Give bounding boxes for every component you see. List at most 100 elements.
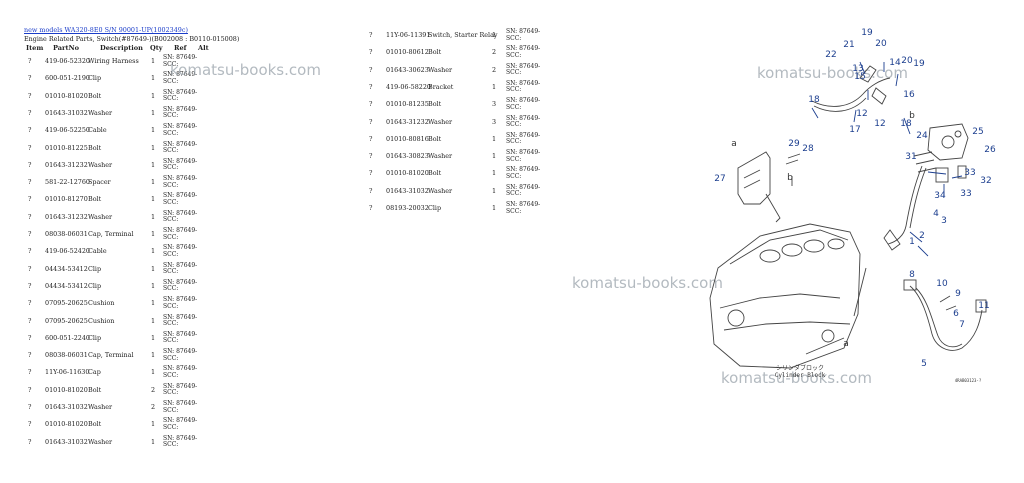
cell-description: Bolt bbox=[428, 48, 442, 57]
callout-10: 10 bbox=[936, 279, 948, 289]
cell-partno: 01010-81020 bbox=[45, 91, 88, 100]
cell-item: ? bbox=[28, 385, 32, 394]
callout-33: 33 bbox=[964, 168, 975, 178]
callout-23: 22 bbox=[825, 50, 836, 60]
cell-partno: 01643-31032 bbox=[45, 403, 88, 411]
cell-partno: 581-22-12760 bbox=[45, 178, 90, 187]
cell-qty: 1 bbox=[151, 281, 156, 290]
cell-ref: SN: 87649-SCC: bbox=[163, 54, 198, 68]
callout-11: 11 bbox=[978, 301, 989, 311]
cell-item: ? bbox=[28, 437, 32, 446]
cell-qty: 1 bbox=[492, 186, 497, 195]
cell-item: ? bbox=[369, 169, 373, 178]
cell-partno: 01010-81270 bbox=[45, 195, 88, 204]
cell-ref: SN: 87649-SCC: bbox=[506, 28, 541, 42]
cell-ref: SN: 87649-SCC: bbox=[163, 313, 198, 327]
callout-7: 7 bbox=[959, 320, 965, 330]
cell-description: Clip bbox=[428, 204, 442, 212]
cell-partno: 01010-81225 bbox=[45, 143, 88, 152]
cell-partno: 01643-31032 bbox=[45, 108, 88, 117]
cell-description: Bolt bbox=[88, 195, 102, 204]
callout-3: 3 bbox=[941, 216, 947, 226]
cell-ref: SN: 87649-SCC: bbox=[163, 278, 198, 293]
cell-partno: 11Y-06-11630 bbox=[45, 368, 90, 377]
starter-relay bbox=[927, 123, 969, 161]
cell-item: ? bbox=[28, 126, 32, 135]
callout-19: 18 bbox=[808, 95, 820, 105]
cell-qty: 1 bbox=[151, 264, 156, 273]
cell-ref: SN: 87649-SCC: bbox=[163, 157, 198, 172]
cell-item: ? bbox=[28, 403, 32, 411]
callout-20: 19 bbox=[861, 28, 873, 38]
cell-item: ? bbox=[28, 299, 32, 308]
cell-partno: 08193-20032 bbox=[386, 204, 429, 212]
cell-description: Washer bbox=[428, 152, 453, 161]
cell-ref: SN: 87649-SCC: bbox=[163, 227, 198, 241]
cell-ref: SN: 87649-SCC: bbox=[163, 244, 198, 258]
cell-ref: SN: 87649-SCC: bbox=[163, 123, 198, 137]
callout-1: 1 bbox=[909, 237, 915, 247]
lower-hose bbox=[909, 285, 983, 351]
cell-qty: 2 bbox=[492, 48, 497, 57]
cell-partno: 01643-30623 bbox=[386, 65, 429, 74]
cell-description: Bolt bbox=[428, 134, 442, 143]
ref-letter-b2: b bbox=[909, 111, 915, 121]
cell-ref: SN: 87649-SCC: bbox=[163, 71, 198, 85]
cell-item: ? bbox=[28, 160, 32, 169]
cell-ref: SN: 87649-SCC: bbox=[163, 140, 198, 154]
cell-partno: 01643-31232 bbox=[45, 212, 88, 221]
cell-qty: 1 bbox=[151, 126, 156, 135]
callout-21: 20 bbox=[875, 39, 887, 49]
callout-27: 27 bbox=[714, 174, 725, 184]
cell-ref: SN: 87649-SCC: bbox=[163, 417, 198, 431]
cell-item: ? bbox=[28, 281, 32, 290]
cell-ref: SN: 87649-SCC: bbox=[506, 97, 541, 111]
model-link[interactable]: new models WA320-8E0 S/N 90001-UP(100234… bbox=[24, 26, 188, 34]
cell-partno: 01643-31232 bbox=[386, 117, 429, 126]
callout-24: 24 bbox=[916, 131, 928, 141]
relay-cable bbox=[887, 165, 923, 245]
cell-qty: 1 bbox=[492, 82, 497, 91]
cell-description: Bolt bbox=[88, 143, 102, 152]
cell-qty: 1 bbox=[151, 74, 156, 83]
cell-partno: 01643-30823 bbox=[386, 152, 429, 161]
cell-item: ? bbox=[369, 117, 373, 126]
cell-ref: SN: 87649-SCC: bbox=[506, 183, 541, 198]
cell-description: Washer bbox=[428, 117, 453, 126]
cell-description: Cushion bbox=[88, 316, 115, 325]
col-alt: Alt bbox=[198, 44, 209, 52]
cell-qty: 1 bbox=[492, 169, 497, 178]
cell-description: Bolt bbox=[428, 169, 442, 178]
cell-item: ? bbox=[369, 204, 373, 212]
cell-item: ? bbox=[369, 134, 373, 143]
cell-qty: 1 bbox=[151, 351, 156, 360]
callout-13: 13 bbox=[852, 64, 863, 74]
cell-qty: 2 bbox=[151, 385, 156, 394]
cell-partno: 01010-80816 bbox=[386, 134, 429, 143]
cell-qty: 1 bbox=[151, 247, 156, 256]
cell-ref: SN: 87649-SCC: bbox=[163, 261, 198, 276]
cell-qty: 1 bbox=[492, 204, 497, 212]
cell-item: ? bbox=[28, 333, 32, 342]
cell-qty: 2 bbox=[151, 403, 156, 411]
harness-cable bbox=[811, 77, 891, 107]
figure-code: 4RAB03123-? bbox=[955, 378, 982, 383]
cell-partno: 08038-06031 bbox=[45, 230, 88, 238]
cell-ref: SN: 87649-SCC: bbox=[163, 88, 198, 103]
watermark: komatsu-books.com bbox=[721, 369, 872, 387]
callout-18: 18 bbox=[900, 119, 912, 129]
cell-description: Washer bbox=[88, 108, 113, 117]
cell-qty: 1 bbox=[151, 230, 156, 238]
cell-partno: 600-051-2240 bbox=[45, 333, 90, 342]
callout-28: 28 bbox=[802, 144, 814, 154]
cell-qty: 1 bbox=[151, 316, 156, 325]
cell-partno: 419-06-52320 bbox=[45, 57, 90, 65]
cell-ref: SN: 87649-SCC: bbox=[163, 382, 198, 397]
cell-description: Bolt bbox=[428, 100, 442, 109]
callout-6: 6 bbox=[953, 309, 959, 319]
cell-description: Cap, Terminal bbox=[88, 351, 134, 360]
cell-partno: 419-06-52250 bbox=[45, 126, 90, 135]
cell-qty: 1 bbox=[151, 108, 156, 117]
callout-12: 12 bbox=[856, 109, 867, 119]
cell-description: Cap, Terminal bbox=[88, 230, 134, 238]
